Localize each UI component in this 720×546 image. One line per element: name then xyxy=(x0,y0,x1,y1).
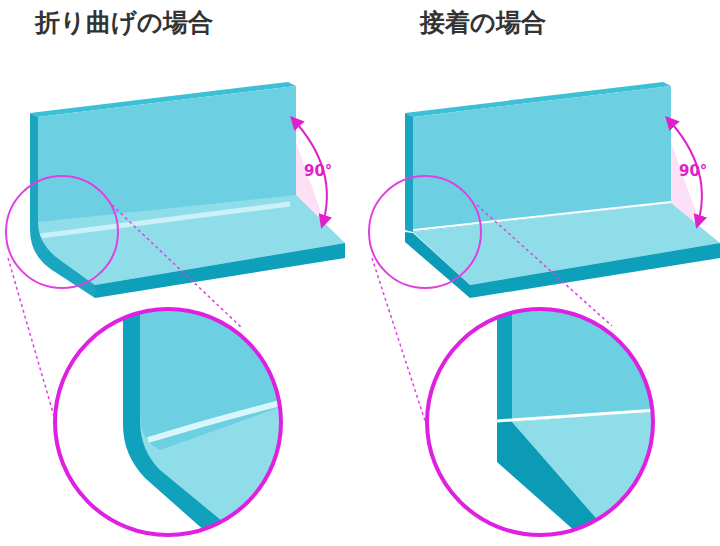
section-title: 折り曲げの場合 xyxy=(35,6,213,39)
angle-label: 90° xyxy=(679,162,707,180)
angle-label: 90° xyxy=(304,162,332,180)
bent-plate xyxy=(6,82,345,540)
glued-plate xyxy=(369,82,720,540)
section-title: 接着の場合 xyxy=(420,6,546,39)
